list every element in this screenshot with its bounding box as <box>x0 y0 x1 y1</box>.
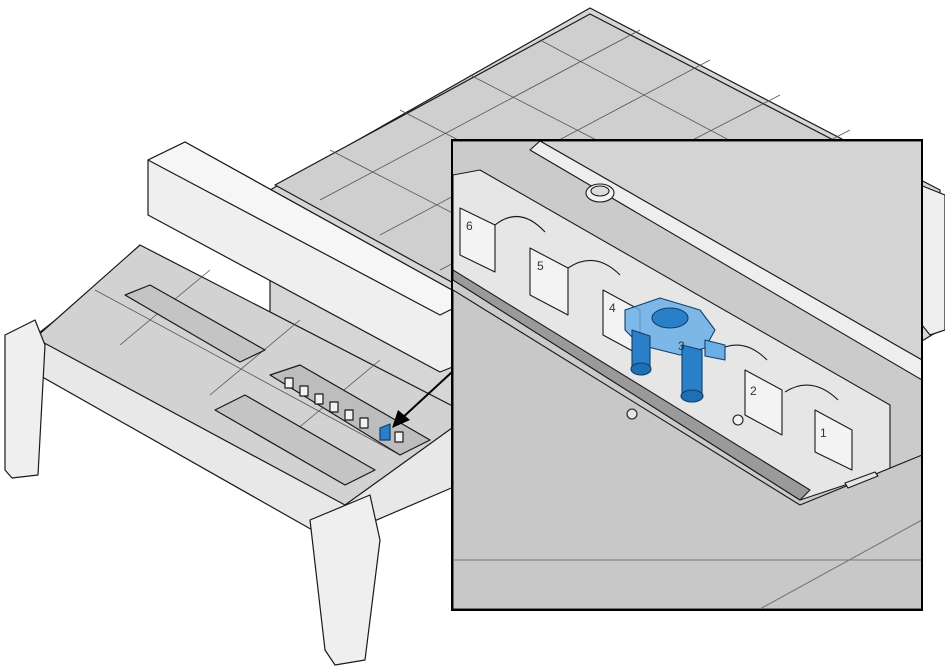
slot-label-6: 6 <box>466 219 473 233</box>
slot-label-3: 3 <box>678 339 685 353</box>
machine-assembly <box>4 7 945 666</box>
front-slot-rear <box>124 284 266 363</box>
slot-labels: 6 5 4 3 2 1 <box>466 219 827 440</box>
slot-label-1: 1 <box>820 426 827 440</box>
front-slot-front <box>214 394 376 486</box>
detail-inset: 6 5 4 3 2 1 <box>451 139 923 611</box>
slot-label-5: 5 <box>537 259 544 273</box>
front-left-leg <box>4 319 46 479</box>
callout-arrow-icon <box>392 371 453 428</box>
connector-strip <box>269 364 431 456</box>
front-right-leg <box>309 494 381 666</box>
inset-recess <box>453 269 811 501</box>
slot-label-2: 2 <box>750 384 757 398</box>
highlighted-part-small <box>379 423 391 441</box>
slot-label-4: 4 <box>609 301 616 315</box>
highlighted-part <box>624 297 726 403</box>
inset-slots <box>459 207 853 471</box>
